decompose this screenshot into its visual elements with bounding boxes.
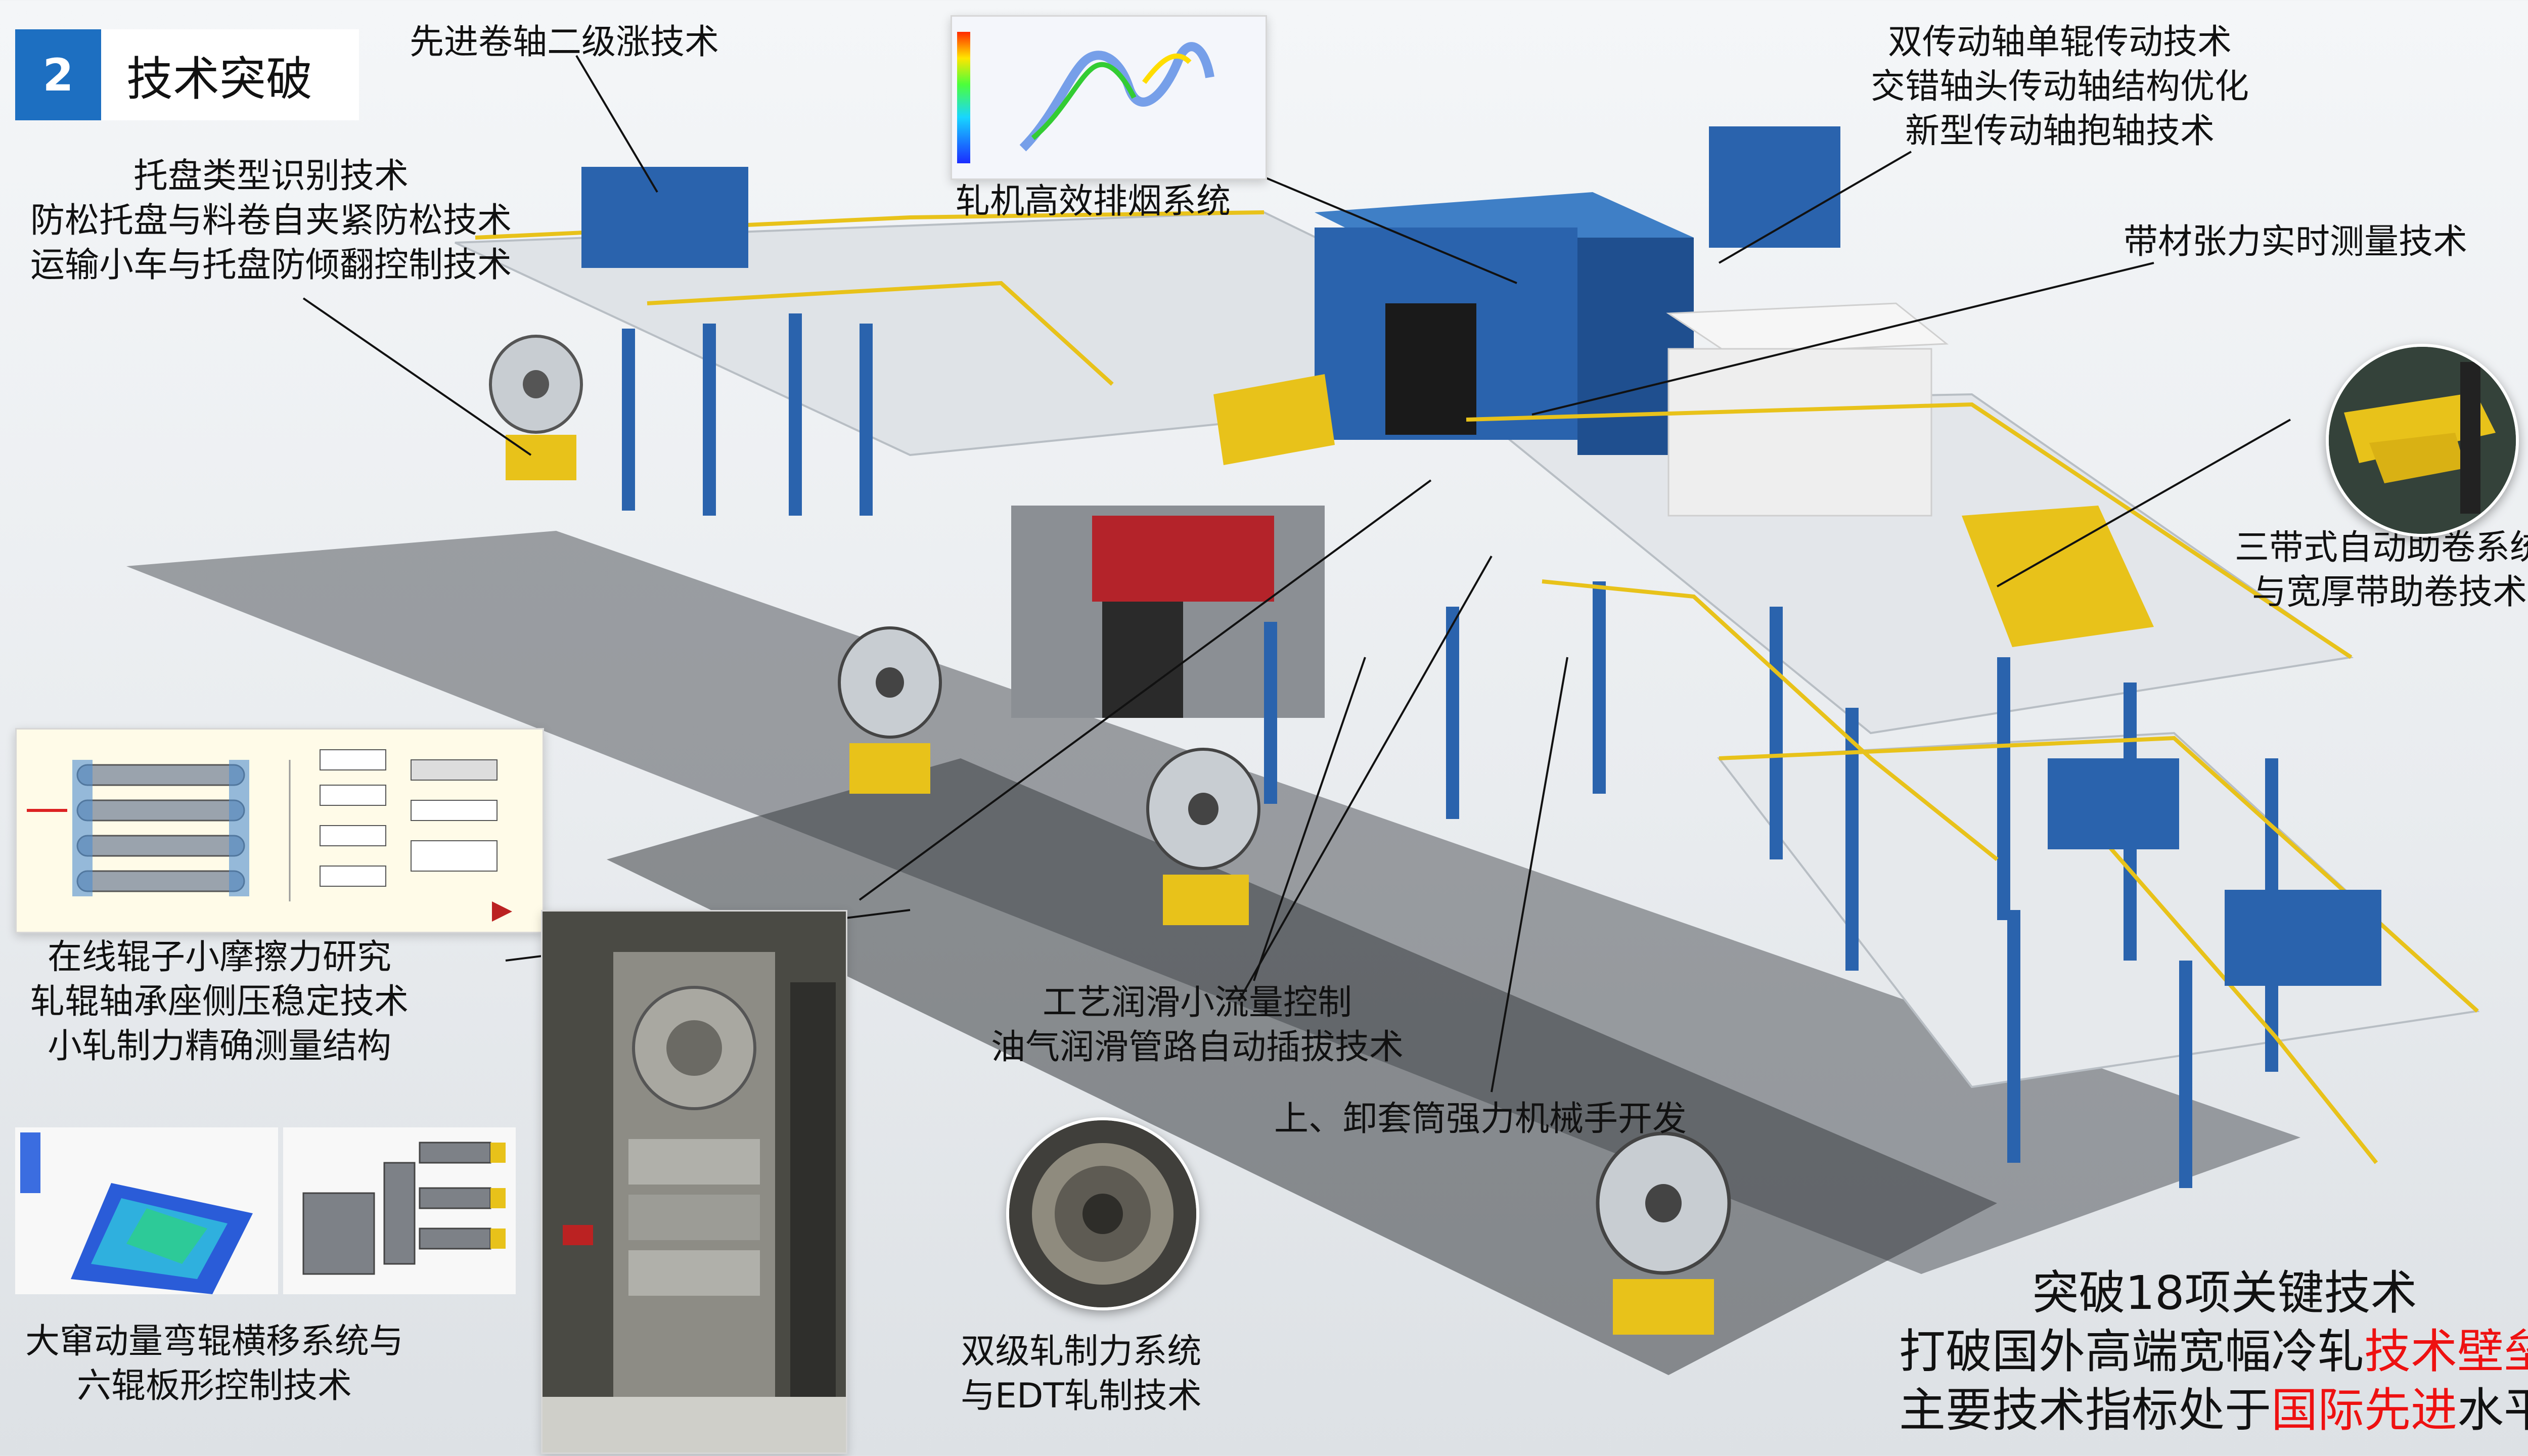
smoke-simulation-image <box>951 15 1267 180</box>
summary-line-1: 突破18项关键技术 <box>2032 1266 2417 1320</box>
bearing-schematic-image <box>15 728 544 933</box>
callout-bending: 大窜动量弯辊横移系统与 六辊板形控制技术 <box>25 1322 404 1406</box>
white-building-top <box>1666 302 1949 355</box>
mill-frame-opening <box>1102 581 1183 718</box>
top-right-machine <box>1709 126 1840 248</box>
summary-block: 突破18项关键技术 打破国外高端宽幅冷轧技术壁垒 主要技术指标处于国际先进水平 <box>1871 1264 2528 1440</box>
summary-highlight-advanced: 国际先进 <box>2271 1383 2457 1437</box>
summary-line-2-text: 打破国外高端宽幅冷轧 <box>1899 1325 2364 1379</box>
callout-drive: 双传动轴单辊传动技术 交错轴头传动轴结构优化 新型传动轴抱轴技术 <box>1871 22 2249 151</box>
summary-line-2: 打破国外高端宽幅冷轧技术壁垒 <box>1871 1323 2528 1381</box>
callout-tension: 带材张力实时测量技术 <box>2124 222 2468 262</box>
callout-expander: 先进卷轴二级涨技术 <box>410 22 719 62</box>
bending-cylinder-image <box>283 1127 516 1294</box>
white-building <box>1667 348 1932 517</box>
callout-rolling-force: 双级轧制力系统 与EDT轧制技术 <box>961 1332 1202 1416</box>
lower-right-stand <box>2225 890 2381 986</box>
callout-pallet: 托盘类型识别技术 防松托盘与料卷自夹紧防松技术 运输小车与托盘防倾翻控制技术 <box>30 156 512 285</box>
mill-stand-photo <box>541 910 847 1454</box>
wrapper-yellow <box>1213 374 1335 465</box>
mill-window <box>1385 303 1476 435</box>
coils <box>489 335 1731 1335</box>
section-number-badge: 2 <box>15 29 101 120</box>
callout-smoke: 轧机高效排烟系统 <box>956 181 1231 221</box>
summary-line-3-end: 水平 <box>2457 1383 2528 1437</box>
fea-plate-image <box>15 1127 278 1294</box>
callout-wrapper: 三带式自动助卷系统 与宽厚带助卷技术 <box>2235 528 2528 612</box>
section-title: 技术突破 <box>101 29 359 120</box>
callout-friction: 在线辊子小摩擦力研究 轧辊轴承座侧压稳定技术 小轧制力精确测量结构 <box>30 937 409 1066</box>
summary-line-3-text: 主要技术指标处于 <box>1899 1383 2271 1437</box>
summary-line-3: 主要技术指标处于国际先进水平 <box>1871 1381 2528 1440</box>
callout-sleeve: 上、卸套筒强力机械手开发 <box>1274 1099 1687 1139</box>
wrapper-photo <box>2326 344 2519 537</box>
support-columns <box>622 313 2278 1188</box>
top-left-machine <box>581 167 748 268</box>
red-unit <box>1092 516 1274 602</box>
lower-blue-unit <box>2048 758 2179 849</box>
callout-lubrication: 工艺润滑小流量控制 油气润滑管路自动插拔技术 <box>991 983 1404 1067</box>
summary-highlight-barrier: 技术壁垒 <box>2364 1325 2528 1379</box>
coil-car-yellow <box>1962 506 2154 647</box>
roll-end-photo <box>1006 1117 1199 1310</box>
